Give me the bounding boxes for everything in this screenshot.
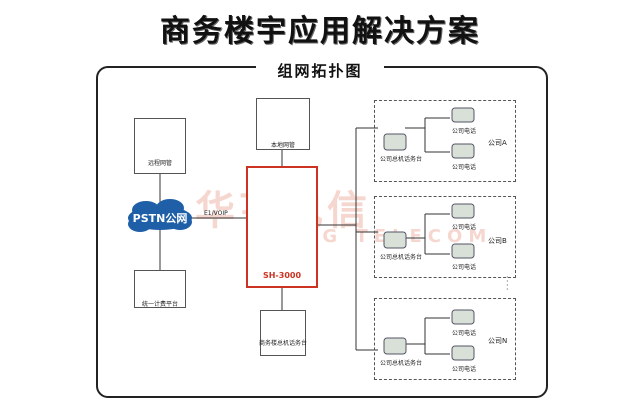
group-a-phone-2-icon bbox=[451, 143, 475, 159]
group-b-console-phone-icon bbox=[383, 231, 407, 249]
group-b-name: 公司B bbox=[488, 237, 507, 245]
local-management-node bbox=[256, 98, 310, 150]
company-group-a bbox=[374, 100, 516, 182]
billing-platform-label: 统一计费平台 bbox=[141, 301, 178, 308]
group-b-phone-1-icon bbox=[451, 203, 475, 219]
group-n-phone-2-icon bbox=[451, 345, 475, 361]
group-b-phone-2-label: 公司电话 bbox=[452, 264, 477, 271]
main-console-node bbox=[260, 310, 306, 356]
local-management-label: 本地网管 bbox=[270, 142, 295, 149]
group-a-phone-2-label: 公司电话 bbox=[452, 164, 477, 171]
group-b-phone-2-icon bbox=[451, 243, 475, 259]
group-a-phone-1-icon bbox=[451, 107, 475, 123]
link-label: E1/VOIP bbox=[204, 210, 228, 217]
group-a-phone-1-label: 公司电话 bbox=[452, 128, 477, 135]
server-label: SH-3000 bbox=[262, 271, 302, 280]
remote-management-node bbox=[134, 118, 186, 174]
group-n-console-label: 公司总机话务台 bbox=[380, 360, 423, 367]
group-n-phone-1-icon bbox=[451, 309, 475, 325]
group-b-phone-1-label: 公司电话 bbox=[452, 224, 477, 231]
group-n-phone-2-label: 公司电话 bbox=[452, 366, 477, 373]
server-node bbox=[246, 166, 318, 288]
main-title: 商务楼宇应用解决方案 bbox=[160, 14, 480, 49]
pstn-label: PSTN公网 bbox=[132, 212, 188, 225]
diagram-subtitle: 组网拓扑图 bbox=[256, 60, 384, 80]
group-n-phone-1-label: 公司电话 bbox=[452, 330, 477, 337]
group-a-name: 公司A bbox=[488, 139, 507, 147]
main-console-label: 商务楼总机话务台 bbox=[258, 340, 307, 347]
group-a-console-label: 公司总机话务台 bbox=[380, 156, 423, 163]
company-group-n bbox=[374, 298, 516, 380]
group-a-console-phone-icon bbox=[383, 133, 407, 151]
billing-platform-node bbox=[134, 270, 186, 308]
group-n-console-phone-icon bbox=[383, 337, 407, 355]
continuation-dots: ···· bbox=[506, 273, 509, 294]
group-b-console-label: 公司总机话务台 bbox=[380, 254, 423, 261]
pstn-cloud-icon bbox=[128, 199, 192, 232]
company-group-b bbox=[374, 196, 516, 278]
remote-management-label: 远程网管 bbox=[147, 160, 172, 167]
group-n-name: 公司N bbox=[488, 337, 508, 345]
